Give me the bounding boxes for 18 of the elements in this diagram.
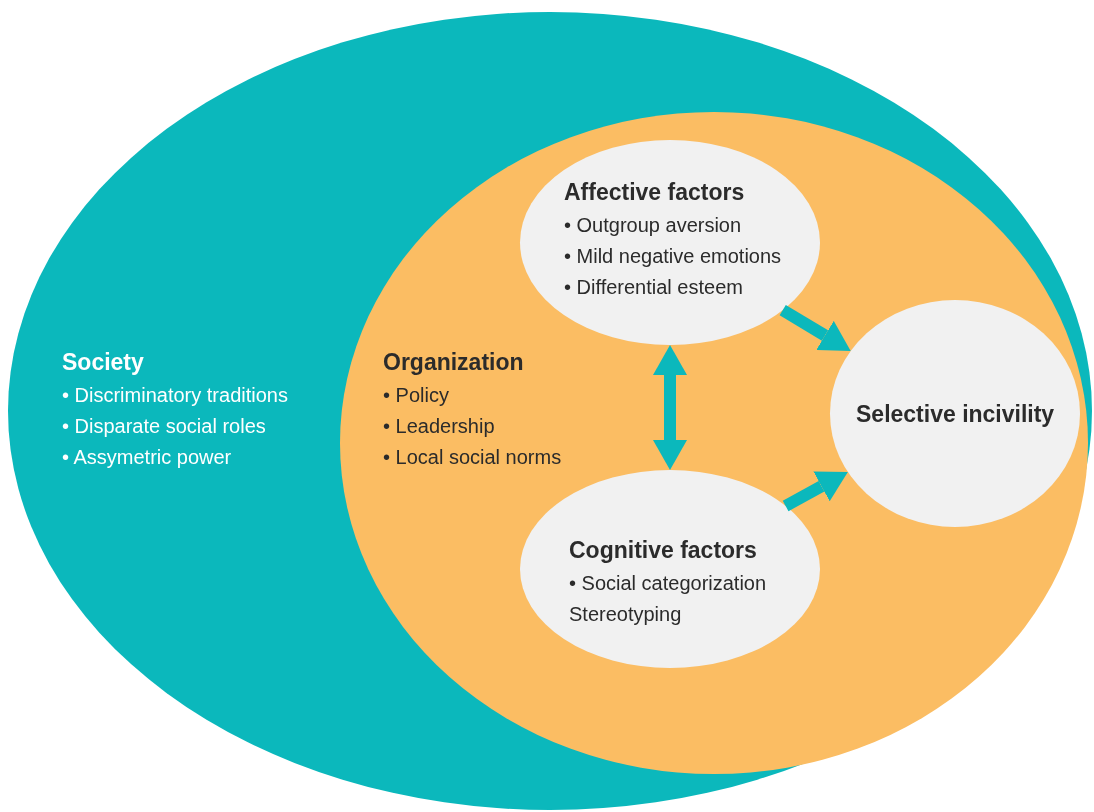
node-title: Cognitive factors — [569, 536, 758, 565]
bullet-item: • Policy — [383, 383, 450, 408]
node-title: Society — [62, 348, 145, 377]
bullet-item: • Social categorization Stereotyping — [569, 571, 768, 627]
bullet-item: • Mild negative emotions — [564, 244, 782, 269]
bullet-item: • Disparate social roles — [62, 414, 267, 439]
bullet-item: • Assymetric power — [62, 445, 233, 470]
bullet-item: • Discriminatory traditions — [62, 383, 288, 408]
arrow — [653, 345, 687, 470]
arrow — [782, 471, 848, 512]
arrow — [779, 305, 851, 351]
node-title: Affective factors — [564, 178, 746, 207]
bullet-item: • Outgroup aversion — [564, 213, 743, 238]
bullet-item: • Local social norms — [383, 445, 562, 470]
bullet-item: • Differential esteem — [564, 275, 744, 300]
bullet-item: • Leadership — [383, 414, 496, 439]
node-title: Selective incivility — [856, 399, 1055, 429]
node-title: Organization — [383, 348, 525, 377]
